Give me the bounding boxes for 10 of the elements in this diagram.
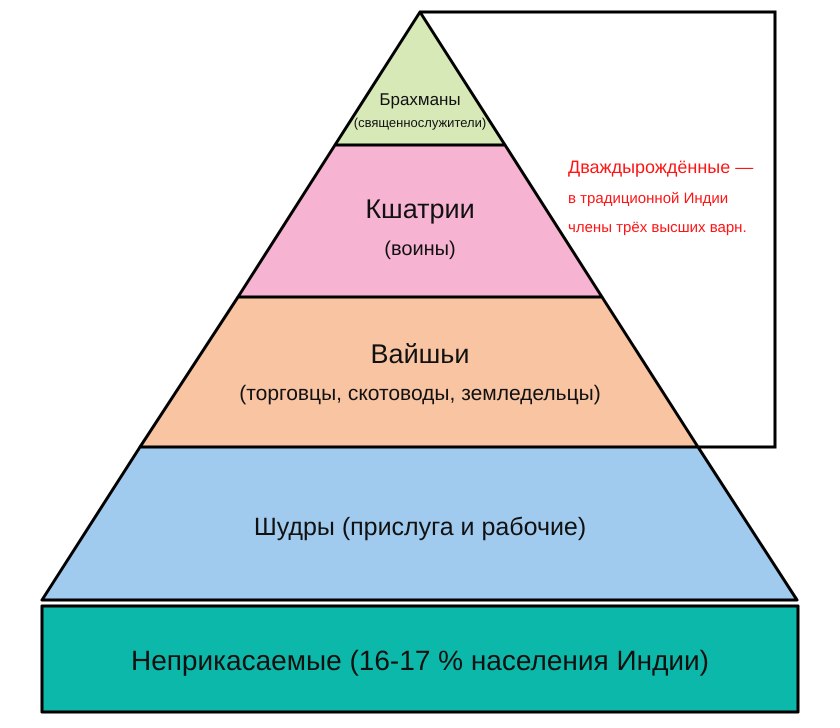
tier-subtitle: (священнослужители) <box>354 116 486 132</box>
tier-subtitle: (торговцы, скотоводы, земледельцы) <box>239 382 601 407</box>
tier-title: Кшатрии <box>365 194 475 225</box>
tier-subtitle: (воины) <box>384 238 456 261</box>
note-text: в традиционной Индии члены трёх высших варн. <box>568 189 748 238</box>
note-heading: Дваждырождённые — <box>568 156 754 179</box>
tier-label: Шудры (прислуга и рабочие) <box>254 513 586 542</box>
band-label: Неприкасаемые (16-17 % населения Индии) <box>130 645 710 678</box>
tier-title: Брахманы <box>379 90 461 110</box>
tier-title: Вайшьи <box>370 338 470 370</box>
